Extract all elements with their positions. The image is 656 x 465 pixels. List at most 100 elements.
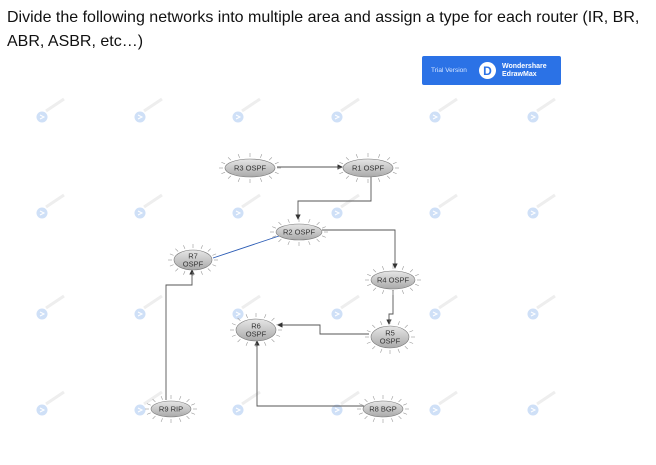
router-spike bbox=[200, 270, 203, 275]
router-spike bbox=[175, 268, 179, 272]
router-spike bbox=[345, 157, 350, 161]
router-spike bbox=[212, 264, 217, 267]
router-shape bbox=[362, 400, 404, 418]
watermark-icon bbox=[134, 404, 146, 416]
router-spike bbox=[366, 341, 371, 344]
router-r3: R3 OSPF bbox=[219, 153, 281, 183]
links bbox=[165, 164, 398, 407]
router-r4: R4 OSPF bbox=[365, 265, 421, 295]
router-spike bbox=[386, 175, 391, 179]
router-spike bbox=[183, 270, 186, 275]
watermark-streak bbox=[536, 193, 556, 209]
watermark-glyph bbox=[334, 407, 341, 413]
link-r2-r7 bbox=[212, 235, 280, 259]
router-spike bbox=[268, 157, 273, 161]
watermark-glyph bbox=[235, 210, 242, 216]
watermark-icon bbox=[134, 207, 146, 219]
watermark-icon bbox=[36, 111, 48, 123]
router-spike bbox=[227, 175, 232, 179]
router-spike bbox=[237, 154, 240, 158]
watermark-glyph bbox=[432, 311, 439, 317]
router-spike bbox=[276, 323, 281, 326]
watermark-glyph bbox=[235, 407, 242, 413]
router-spike bbox=[401, 266, 404, 270]
router-r2: R2 OSPF bbox=[270, 218, 328, 246]
router-shape bbox=[224, 158, 276, 178]
router-spike bbox=[392, 161, 397, 165]
watermark-glyph bbox=[39, 210, 46, 216]
router-spike bbox=[231, 323, 236, 326]
router-spike bbox=[169, 253, 174, 256]
router-spike bbox=[183, 245, 186, 250]
router-spike bbox=[278, 238, 282, 243]
watermark-glyph bbox=[334, 311, 341, 317]
router-r8: R8 BGP bbox=[357, 395, 409, 423]
router-spike bbox=[355, 154, 358, 158]
router-shape bbox=[235, 318, 277, 342]
router-spike bbox=[372, 418, 375, 423]
watermark-glyph bbox=[137, 114, 144, 120]
watermark-streak bbox=[438, 294, 458, 310]
router-label: R3 OSPF bbox=[234, 164, 267, 173]
router-spike bbox=[372, 395, 375, 400]
watermark-icon bbox=[527, 207, 539, 219]
router-shape bbox=[342, 158, 394, 178]
router-spike bbox=[345, 175, 350, 179]
trial-version-label: Trial Version bbox=[431, 67, 467, 74]
watermark-streak bbox=[340, 97, 360, 113]
router-spike bbox=[264, 341, 267, 346]
router-spike bbox=[169, 264, 174, 267]
router-spike bbox=[367, 273, 371, 277]
edrawmax-logo-icon: D bbox=[479, 62, 496, 79]
router-spike bbox=[372, 324, 376, 329]
watermark-streak bbox=[536, 97, 556, 113]
router-spike bbox=[260, 154, 263, 158]
router-spike bbox=[146, 403, 151, 406]
router-spike bbox=[367, 283, 371, 287]
watermark-glyph bbox=[432, 114, 439, 120]
link-r2-r4 bbox=[322, 229, 398, 269]
watermark-glyph bbox=[137, 210, 144, 216]
router-spike bbox=[366, 330, 371, 333]
watermark-streak bbox=[45, 97, 65, 113]
link-r5-r6 bbox=[277, 322, 369, 335]
router-spike bbox=[274, 171, 279, 175]
router-spike bbox=[386, 157, 391, 161]
router-spike bbox=[382, 290, 385, 294]
watermark-icon bbox=[429, 207, 441, 219]
watermark-streak bbox=[438, 193, 458, 209]
router-spike bbox=[415, 283, 419, 287]
watermark-glyph bbox=[39, 311, 46, 317]
router-spike bbox=[237, 178, 240, 182]
router-spike bbox=[391, 418, 394, 423]
watermark-streak bbox=[143, 97, 163, 113]
router-spike bbox=[391, 395, 394, 400]
router-spike bbox=[339, 171, 344, 175]
watermark-glyph bbox=[235, 114, 242, 120]
watermark-streak bbox=[241, 97, 261, 113]
router-spike bbox=[175, 248, 179, 252]
watermark-streak bbox=[241, 294, 261, 310]
router-spike bbox=[276, 334, 281, 337]
watermark-glyph bbox=[530, 407, 537, 413]
router-r9: R9 RIP bbox=[145, 395, 197, 423]
router-spike bbox=[380, 321, 383, 326]
router-spike bbox=[364, 415, 368, 420]
router-spike bbox=[397, 321, 400, 326]
router-spike bbox=[415, 273, 419, 277]
router-spike bbox=[409, 269, 414, 273]
watermark-streak bbox=[143, 193, 163, 209]
watermark-streak bbox=[340, 294, 360, 310]
router-spike bbox=[268, 175, 273, 179]
watermark-glyph bbox=[432, 210, 439, 216]
router-spike bbox=[401, 290, 404, 294]
watermark-glyph bbox=[334, 114, 341, 120]
link-r1-r2 bbox=[295, 177, 372, 220]
watermark-glyph bbox=[530, 114, 537, 120]
router-spike bbox=[207, 268, 211, 272]
router-spike bbox=[231, 334, 236, 337]
router-spike bbox=[260, 178, 263, 182]
